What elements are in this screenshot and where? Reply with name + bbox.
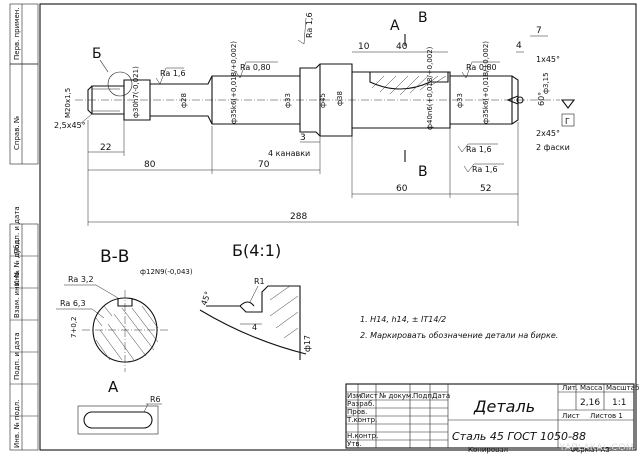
- stamp-perv: Перв. примен.: [13, 7, 21, 60]
- dim-d30: ф30h7(-0,021): [132, 66, 140, 118]
- dim-d315: ф3,15: [542, 72, 550, 94]
- side-stamp: [9, 223, 39, 451]
- section-bb-title: В-В: [100, 247, 129, 267]
- mass-value: 2,16: [580, 398, 600, 408]
- watermark: YAPLAKAL.COM: [559, 442, 634, 452]
- sheets-label: Листов 1: [590, 412, 623, 420]
- stamp-podl: Инв. № подл.: [13, 400, 21, 448]
- dim-d33b: ф33: [456, 93, 464, 108]
- role-prov: Пров.: [347, 408, 367, 416]
- role-razrab: Разраб.: [347, 400, 375, 408]
- part-name: Деталь: [473, 397, 535, 416]
- bb-keyway-width: ф12N9(-0,043): [140, 268, 193, 276]
- len-3: 3: [300, 133, 306, 143]
- ra-16-b: Ra 1,6: [466, 145, 492, 154]
- detail-b-view: Б(4:1) R1 45° 4 ф17: [199, 241, 312, 360]
- row-doc: № докум.: [379, 392, 414, 400]
- dim-d28: ф28: [180, 93, 188, 108]
- sheet-label: Лист: [562, 412, 580, 420]
- ra-16-a: Ra 1,6: [160, 69, 186, 78]
- detail-45deg: 45°: [199, 290, 212, 306]
- chamfer-2: 2x45°: [536, 129, 560, 138]
- note-2: 2. Маркировать обозначение детали на бир…: [360, 331, 558, 340]
- len-10: 10: [358, 42, 370, 52]
- ra-080-a: Ra 0,80: [240, 63, 271, 72]
- role-nkontr: Н.контр.: [347, 432, 378, 440]
- ra-080-b: Ra 0,80: [466, 63, 497, 72]
- four-grooves: 4 канавки: [268, 149, 310, 158]
- len-52: 52: [480, 184, 491, 194]
- dim-d35b: ф35k6(+0,018/+0,002): [482, 41, 490, 124]
- two-chamfers-note: 2 фаски: [536, 143, 570, 152]
- technical-notes: 1. H14, h14, ± IT14/2 2. Маркировать обо…: [360, 315, 558, 340]
- row-izm: Изм.: [347, 392, 363, 400]
- dim-d33a: ф33: [284, 93, 292, 108]
- copied-label: Копировал: [468, 446, 508, 454]
- format-label: Формат А3: [570, 446, 610, 454]
- stamp-podp1: Подп. и дата: [13, 206, 21, 254]
- len-60: 60: [396, 184, 408, 194]
- dim-d45: ф45: [319, 93, 327, 108]
- detail-r1: R1: [254, 277, 265, 286]
- ra-16-top: Ra 1,6: [305, 12, 314, 38]
- section-mark-a-top: А: [390, 18, 400, 34]
- section-mark-v-bottom: В: [418, 164, 428, 180]
- part-material: Сталь 45 ГОСТ 1050-88: [452, 430, 586, 443]
- note-1: 1. H14, h14, ± IT14/2: [360, 315, 446, 324]
- stamp-podp2: Подп. и дата: [13, 332, 21, 380]
- len-288: 288: [290, 212, 307, 222]
- hdr-mass: Масса: [580, 384, 602, 392]
- len-22: 22: [100, 143, 111, 153]
- shaft-main-view: Б А В В M20x1,5 ф30h7(-0,021) ф28 ф35k6(…: [54, 10, 576, 226]
- sheet-frame: [39, 3, 637, 451]
- bb-ra-63: Ra 6,3: [60, 299, 86, 308]
- section-bb-view: В-В Ra 3,2 Ra 6,3 ф12N9(-0,043) 7+0,2: [56, 247, 193, 372]
- chamfer-1: 1x45°: [536, 55, 560, 64]
- dim-d38: ф38: [336, 91, 344, 106]
- view-a: А R6: [77, 378, 162, 435]
- hdr-scale: Масштаб: [606, 384, 639, 392]
- len-7: 7: [536, 26, 542, 36]
- hdr-lit: Лит.: [562, 384, 578, 392]
- row-data: Дата: [432, 392, 450, 400]
- datum-g: Г: [565, 117, 570, 126]
- title-block: Деталь Сталь 45 ГОСТ 1050-88 Лит. Масса …: [345, 383, 639, 449]
- stamp-vzam: Взам. инв. №: [13, 270, 21, 318]
- bb-ra-32: Ra 3,2: [68, 275, 94, 284]
- dim-d35a: ф35k6(+0,018/+0,002): [230, 41, 238, 124]
- detail-d17: ф17: [303, 335, 312, 352]
- section-mark-v-top: В: [418, 10, 428, 26]
- angle-60: 60°: [537, 92, 546, 106]
- bb-depth: 7+0,2: [70, 317, 78, 338]
- ra-16-c: Ra 1,6: [472, 165, 498, 174]
- stamp-sprav: Справ. №: [13, 116, 21, 150]
- detail-width-4: 4: [252, 323, 257, 332]
- role-tkontr: Т.контр.: [346, 416, 377, 424]
- row-list: Лист: [360, 392, 378, 400]
- datum-g-box: [561, 113, 575, 127]
- scale-value: 1:1: [612, 398, 626, 408]
- chamfer-25: 2,5x45°: [54, 121, 86, 130]
- dim-d40: ф40n6(+0,018/+0,002): [426, 46, 434, 130]
- row-podp: Подп.: [413, 392, 434, 400]
- detail-callout-b: Б: [92, 46, 102, 62]
- len-80: 80: [144, 160, 156, 170]
- len-70: 70: [258, 160, 270, 170]
- role-utv: Утв.: [347, 440, 362, 448]
- len-4: 4: [516, 41, 522, 51]
- view-a-r6: R6: [150, 395, 161, 404]
- view-a-title: А: [108, 378, 119, 396]
- stamp-dubl: Инв. № дубл.: [13, 238, 21, 286]
- detail-b-title: Б(4:1): [232, 241, 281, 260]
- dim-m20: M20x1,5: [64, 88, 72, 118]
- len-40: 40: [396, 42, 408, 52]
